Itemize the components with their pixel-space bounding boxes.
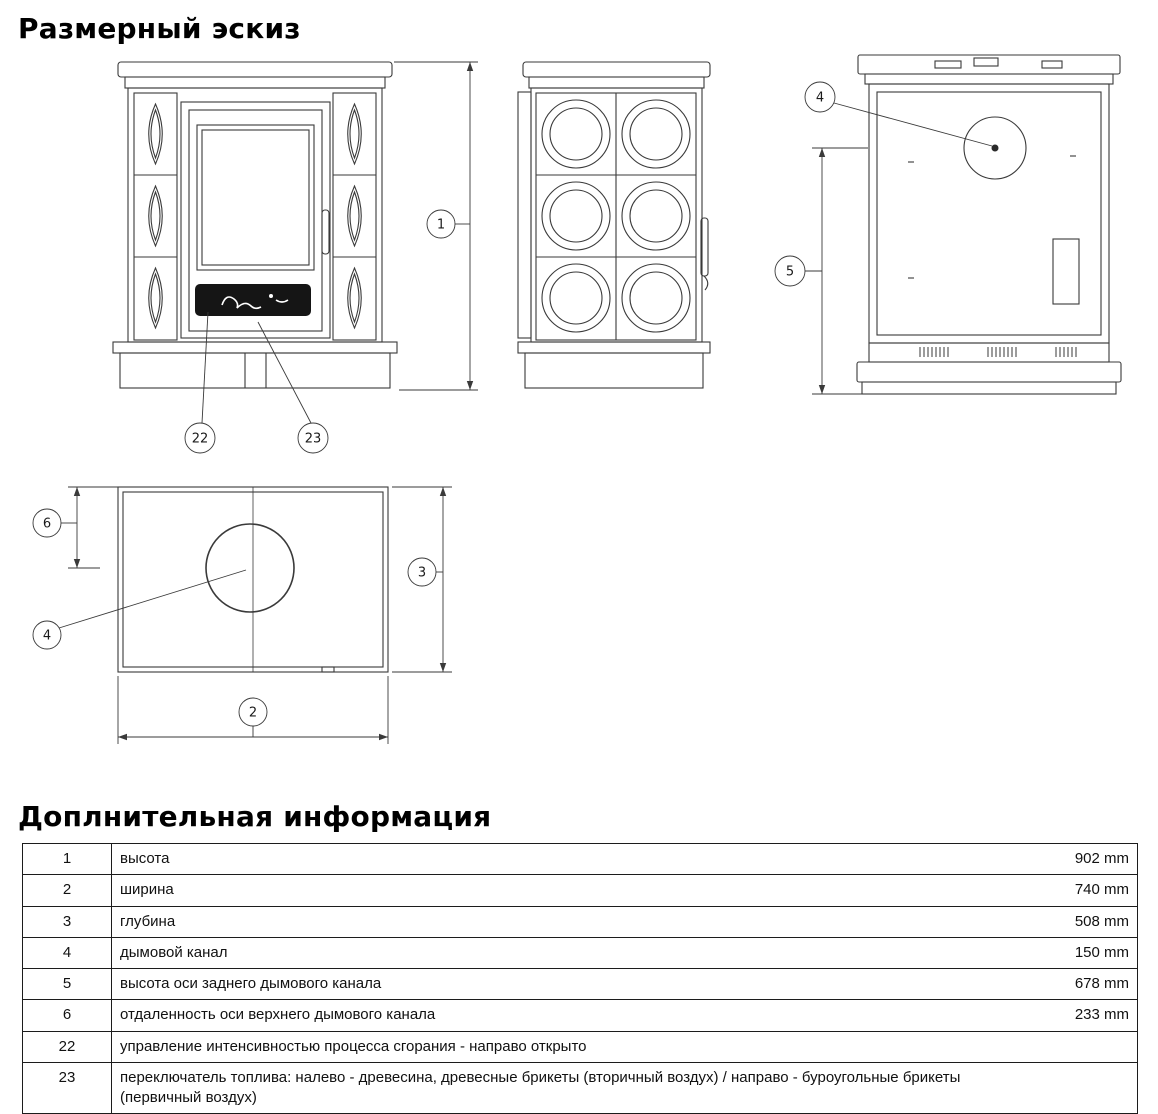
- callout-flue-back: [804, 81, 993, 147]
- table-row: 5 высота оси заднего дымового канала 678…: [22, 967, 1138, 1000]
- row-number: 1: [22, 842, 112, 875]
- side-tiles: [541, 99, 691, 333]
- row-value: 678 mm: [1035, 967, 1138, 1000]
- control-strip: [195, 284, 311, 316]
- dimension-width: [117, 676, 389, 744]
- door-handle: [321, 209, 330, 255]
- callout-22-label: 22: [192, 432, 209, 447]
- callout-2: [238, 697, 268, 727]
- row-label: ширина: [111, 874, 1035, 906]
- table-row: 22 управление интенсивностью процесса сг…: [22, 1030, 1138, 1063]
- control-strip-icon: [221, 294, 289, 310]
- callout-22: [184, 422, 216, 454]
- table-row: 4 дымовой канал 150 mm: [22, 936, 1138, 969]
- row-number: 3: [22, 905, 112, 938]
- callout-4-back-label: 4: [816, 91, 824, 106]
- callout-4-top-label: 4: [43, 629, 51, 644]
- top-flue: [205, 523, 295, 613]
- callout-4-top: [32, 620, 62, 650]
- callout-1-label: 1: [437, 218, 445, 233]
- callout-23-label: 23: [305, 432, 322, 447]
- side-cornice: [522, 61, 711, 78]
- back-slot: [1052, 238, 1080, 305]
- callout-labels: 1 22 23 4 5 6 4 3 2: [43, 91, 824, 721]
- callout-5: [774, 255, 806, 287]
- table-row: 3 глубина 508 mm: [22, 905, 1138, 938]
- row-label: управление интенсивностью процесса сгора…: [111, 1030, 1035, 1063]
- front-door: [180, 101, 331, 339]
- row-value: 233 mm: [1035, 999, 1138, 1031]
- front-left-tiles: [133, 92, 178, 341]
- back-vents: [868, 342, 1110, 363]
- row-value: 740 mm: [1035, 874, 1138, 906]
- callout-3: [407, 557, 437, 587]
- dimension-flue-height: [774, 147, 868, 395]
- callout-6: [32, 508, 62, 538]
- callout-23: [297, 422, 329, 454]
- callout-leaders: [184, 311, 329, 454]
- row-label: дымовой канал: [111, 936, 1035, 969]
- callout-5-label: 5: [786, 265, 794, 280]
- callout-2-label: 2: [249, 706, 257, 721]
- row-label: высота: [111, 842, 1035, 875]
- row-label: высота оси заднего дымового канала: [111, 967, 1035, 1000]
- side-base: [517, 341, 711, 389]
- dimension-flue-offset: [32, 486, 118, 569]
- table-row: 23 переключатель топлива: налево - древе…: [22, 1061, 1138, 1114]
- front-base: [112, 341, 398, 389]
- row-value: [1035, 1061, 1138, 1114]
- row-number: 4: [22, 936, 112, 969]
- table-row: 1 высота 902 mm: [22, 842, 1138, 875]
- callout-3-label: 3: [418, 566, 426, 581]
- section-title: Доплнительная информация: [18, 800, 492, 833]
- back-base: [856, 361, 1122, 395]
- row-number: 2: [22, 874, 112, 906]
- row-label: глубина: [111, 905, 1035, 938]
- flue-collar: [963, 116, 1027, 180]
- front-cornice: [117, 61, 393, 78]
- row-number: 23: [22, 1061, 112, 1114]
- side-handle: [700, 217, 709, 291]
- table-row: 2 ширина 740 mm: [22, 874, 1138, 906]
- row-value: 508 mm: [1035, 905, 1138, 938]
- row-value: 150 mm: [1035, 936, 1138, 969]
- top-view: [117, 486, 389, 673]
- callout-6-label: 6: [43, 517, 51, 532]
- back-view: [856, 54, 1122, 395]
- dimension-height: [394, 61, 478, 391]
- front-right-tiles: [332, 92, 377, 341]
- row-value: 902 mm: [1035, 842, 1138, 875]
- door-window: [196, 124, 315, 271]
- callout-4-back: [804, 81, 836, 113]
- front-view: [112, 61, 398, 389]
- row-label: отдаленность оси верхнего дымового канал…: [111, 999, 1035, 1031]
- row-value: [1035, 1030, 1138, 1063]
- row-number: 5: [22, 967, 112, 1000]
- callout-1: [426, 209, 456, 239]
- row-number: 6: [22, 999, 112, 1031]
- side-view: [517, 61, 711, 389]
- info-table: 1 высота 902 mm 2 ширина 740 mm 3 глубин…: [22, 842, 1138, 1114]
- dimensional-sketch: 1 22 23 4 5 6 4 3 2: [32, 54, 1122, 744]
- row-label: переключатель топлива: налево - древесин…: [111, 1061, 1035, 1114]
- row-number: 22: [22, 1030, 112, 1063]
- dimension-depth: [392, 486, 452, 673]
- page-title: Размерный эскиз: [18, 12, 301, 45]
- table-row: 6 отдаленность оси верхнего дымового кан…: [22, 999, 1138, 1031]
- callout-flue-top: [32, 569, 247, 650]
